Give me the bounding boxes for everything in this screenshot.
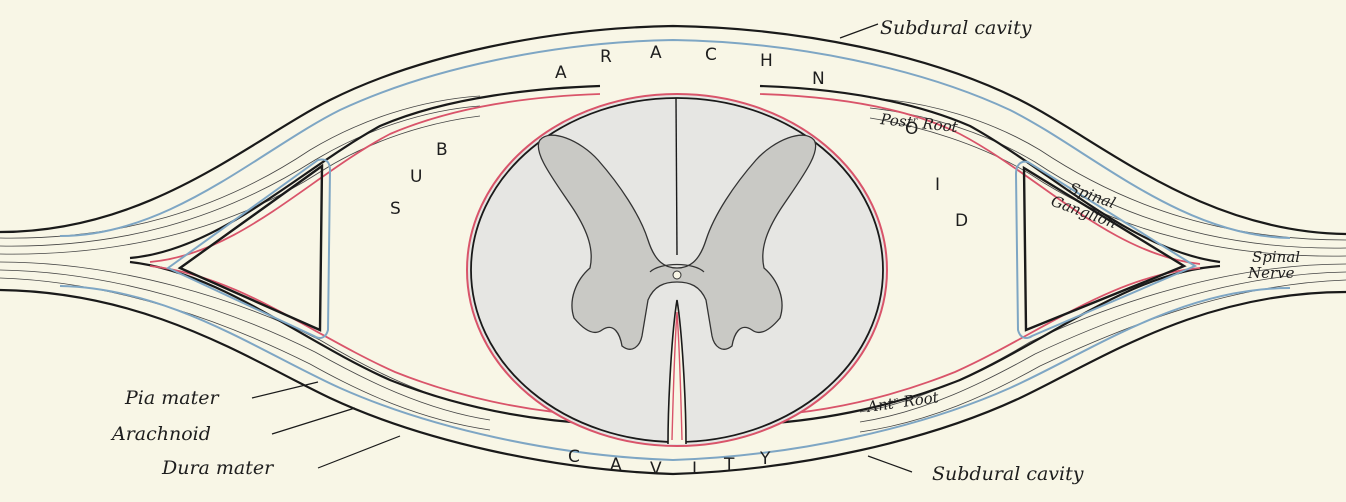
cavity-letter: T: [723, 455, 735, 475]
cavity-letter: A: [650, 43, 663, 63]
label-anterior-root: Antʳ Root: [864, 388, 941, 416]
label-subdural-cavity-bottom: Subdural cavity: [932, 463, 1084, 485]
label-dura-mater: Dura mater: [161, 457, 275, 479]
cavity-letter: A: [555, 63, 568, 83]
cavity-letter: R: [600, 47, 613, 67]
cavity-letter: H: [760, 51, 774, 71]
cavity-letter: N: [812, 69, 826, 89]
cavity-letter: V: [650, 459, 663, 479]
cavity-letter: I: [692, 459, 698, 479]
cavity-letter: U: [410, 167, 423, 187]
left-ganglion-space: [168, 159, 330, 338]
cavity-letter: C: [705, 45, 718, 65]
cavity-letter: S: [390, 199, 402, 219]
cavity-letter: I: [935, 175, 941, 195]
cavity-letter: A: [610, 455, 623, 475]
label-spinal-nerve-2: Nerve: [1247, 264, 1295, 282]
label-pia-mater: Pia mater: [124, 387, 220, 409]
cavity-letter: B: [436, 140, 449, 160]
label-subdural-cavity-top: Subdural cavity: [880, 17, 1032, 39]
cavity-letter: D: [955, 211, 969, 231]
label-arachnoid: Arachnoid: [110, 423, 211, 445]
cavity-letter: C: [568, 447, 581, 467]
cavity-letter: Y: [759, 449, 771, 469]
